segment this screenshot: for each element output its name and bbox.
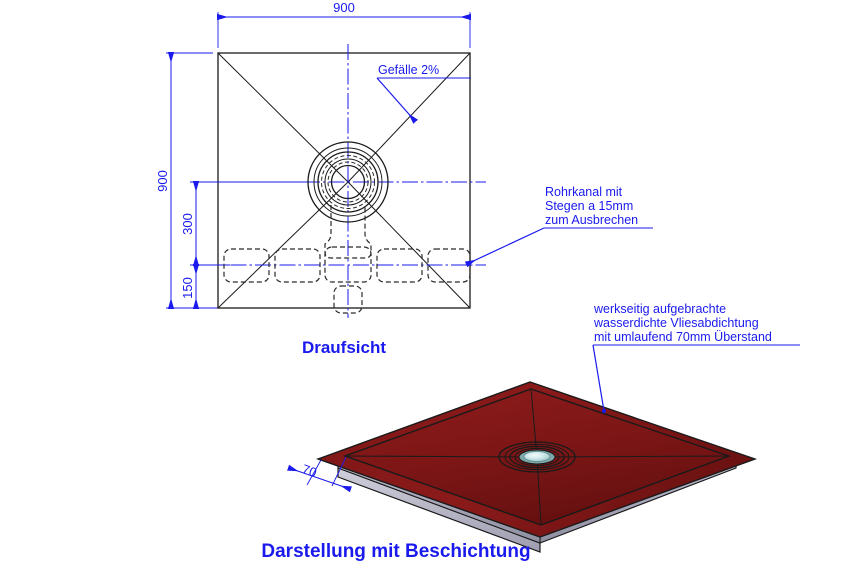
dimension-depth-900: 900 [155,52,213,309]
iso-view-group: 70 werkseitig aufgebrachte wasserdichte … [261,302,800,562]
leader-dot-membrane [602,409,606,413]
annotation-membrane-line-3: mit umlaufend 70mm Überstand [594,330,772,344]
dimension-overhang-70: 70 [287,456,352,493]
plan-view-group: 900 900 300 150 [155,0,653,357]
plan-view-title: Draufsicht [302,338,386,357]
dimension-300-text: 300 [180,213,195,235]
dimension-width-900-text: 900 [333,0,355,15]
dimension-depth-900-text: 900 [155,170,170,192]
dimension-300: 300 [180,181,310,266]
annotation-pipe-channel-line-2: Stegen a 15mm [545,199,633,213]
dimension-150: 150 [180,264,230,309]
dimension-width-900: 900 [217,0,471,48]
dimension-overhang-70-text: 70 [300,461,319,480]
annotation-slope-line-1: Gefälle 2% [378,63,439,77]
pipe-channels-plan [223,205,471,314]
dimension-150-text: 150 [180,277,195,299]
annotation-pipe-channel-line-3: zum Ausbrechen [545,213,638,227]
annotation-membrane-line-1: werkseitig aufgebrachte [593,302,726,316]
tray-outline-plan [217,52,471,309]
slope-diagonals [217,52,471,309]
annotation-membrane-line-2: wasserdichte Vliesabdichtung [593,316,759,330]
annotation-pipe-channel-line-1: Rohrkanal mit [545,185,623,199]
annotation-slope: Gefälle 2% [376,63,471,124]
drain-plan [307,141,389,223]
annotation-membrane: werkseitig aufgebrachte wasserdichte Vli… [592,302,800,413]
iso-view-title: Darstellung mit Beschichtung [261,541,530,562]
annotation-pipe-channel: Rohrkanal mit Stegen a 15mm zum Ausbrech… [464,185,653,268]
drain-iso [498,441,576,473]
center-lines-plan [206,44,486,318]
